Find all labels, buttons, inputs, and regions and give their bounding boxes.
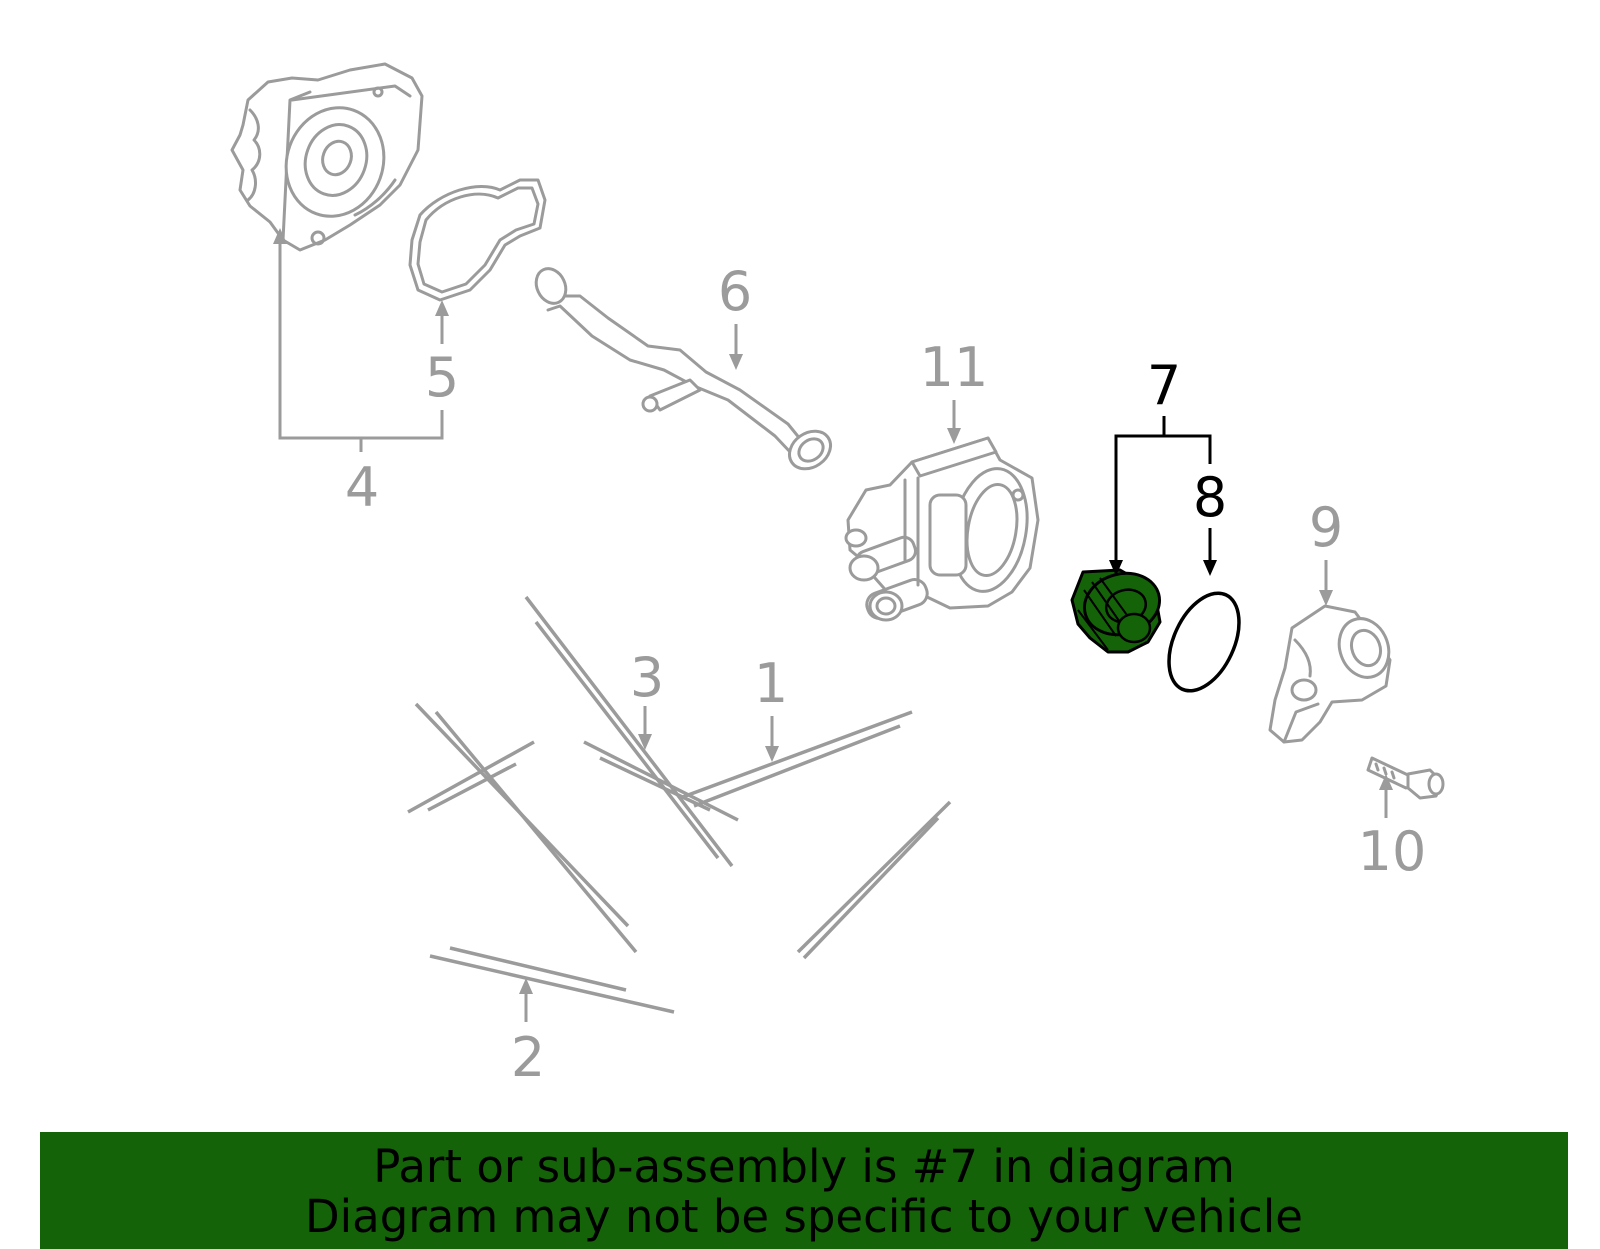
callout-3: 3 [630,646,664,709]
callout-7: 7 [1147,354,1181,417]
banner-line-disclaimer: Diagram may not be specific to your vehi… [305,1190,1303,1243]
hose-lines [407,595,952,1014]
callout-6: 6 [718,260,752,323]
part-11-thermostat-housing[interactable] [844,436,1040,622]
callout-4: 4 [345,456,379,519]
part-10-bolt[interactable] [1366,756,1445,800]
part-9-outlet-housing[interactable] [1268,604,1397,744]
leader-lines [273,228,1393,1022]
part-4-water-pump[interactable] [230,62,424,252]
part-6-coolant-pipe[interactable] [531,264,838,477]
callout-10: 10 [1358,820,1427,883]
callout-5: 5 [425,346,459,409]
part-5-gasket[interactable] [408,178,547,302]
part-8-o-ring[interactable] [1155,582,1253,702]
callout-2: 2 [511,1026,545,1089]
callout-11: 11 [920,336,989,399]
info-banner: Part or sub-assembly is #7 in diagram Di… [40,1132,1568,1249]
part-7-thermostat-highlighted[interactable] [1070,565,1166,654]
callout-8: 8 [1193,466,1227,529]
banner-line-part-number: Part or sub-assembly is #7 in diagram [373,1140,1235,1193]
callout-9: 9 [1309,496,1343,559]
callout-1: 1 [754,652,788,715]
